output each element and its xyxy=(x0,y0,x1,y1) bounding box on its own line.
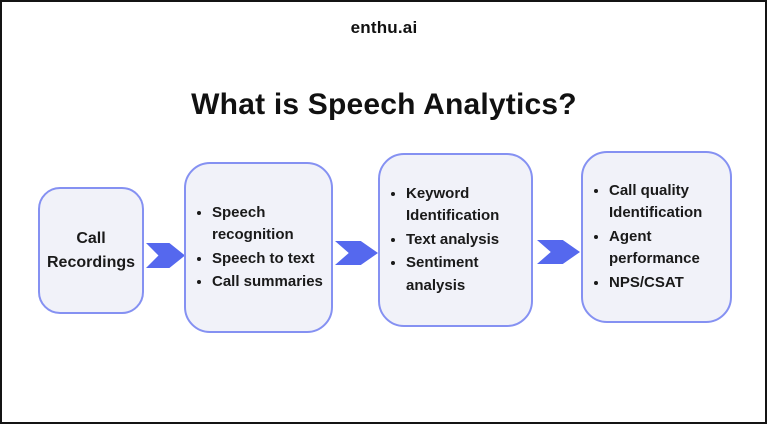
bullet-item: Sentiment analysis xyxy=(406,252,529,297)
bullet-item: Text analysis xyxy=(406,229,529,252)
bullet-list: Keyword Identification Text analysis Sen… xyxy=(380,182,531,299)
flow-box-call-recordings: Call Recordings xyxy=(38,187,144,314)
bullet-item: Keyword Identification xyxy=(406,183,529,228)
bullet-item: Call summaries xyxy=(212,271,329,294)
brand-logo: enthu.ai xyxy=(350,18,418,37)
flow-box-outcomes: Call quality Identification Agent perfor… xyxy=(581,151,732,323)
page-title: What is Speech Analytics? xyxy=(191,88,577,121)
bullet-list: Call quality Identification Agent perfor… xyxy=(583,179,730,296)
flow-box-text-analysis: Keyword Identification Text analysis Sen… xyxy=(378,153,533,327)
bullet-item: Call quality Identification xyxy=(609,180,728,225)
bullet-item: Speech recognition xyxy=(212,202,329,247)
flow-box-speech-processing: Speech recognition Speech to text Call s… xyxy=(184,162,333,333)
flow-arrow-icon xyxy=(335,241,378,265)
box-label: Call Recordings xyxy=(47,230,136,271)
bullet-item: NPS/CSAT xyxy=(609,272,728,295)
flow-arrow-icon xyxy=(146,243,185,268)
flow-arrow-icon xyxy=(537,240,580,264)
bullet-list: Speech recognition Speech to text Call s… xyxy=(186,201,331,295)
bullet-item: Agent performance xyxy=(609,226,728,271)
bullet-item: Speech to text xyxy=(212,248,329,271)
